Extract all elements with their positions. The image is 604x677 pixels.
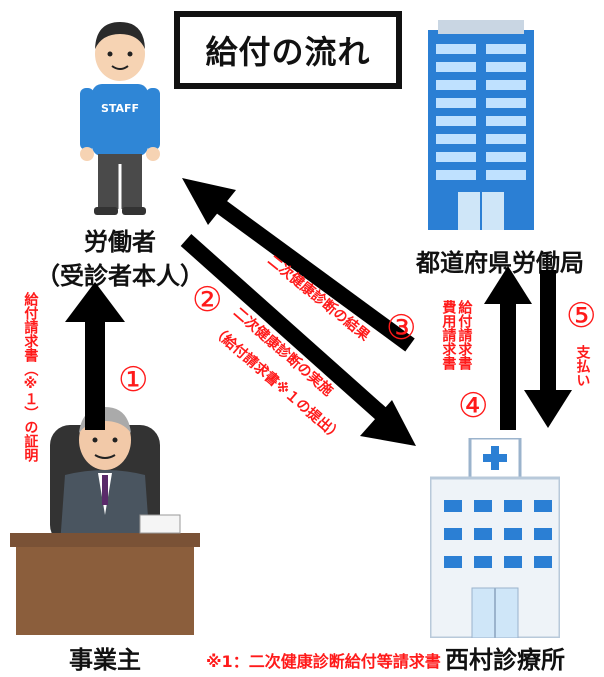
step1-number: ①	[118, 360, 149, 400]
arrow-step3	[182, 178, 415, 352]
step4-number: ④	[458, 386, 489, 426]
clinic-building-illustration	[430, 438, 560, 638]
step5-text: 支払い	[574, 345, 591, 387]
step4-text-line2: 費用請求書	[440, 300, 457, 370]
employer-label: 事業主	[69, 646, 141, 674]
arrow-step2	[180, 234, 416, 446]
step2-number: ②	[192, 280, 223, 320]
diagram-title: 給付の流れ	[174, 11, 402, 89]
step3-number: ③	[386, 308, 417, 348]
step5-number: ⑤	[566, 296, 597, 336]
step1-text: 給付請求書（※１）の証明	[22, 292, 39, 462]
arrow-step4	[484, 266, 532, 430]
bureau-building-illustration	[428, 20, 534, 230]
worker-sublabel: （受診者本人）	[36, 262, 204, 290]
arrow-step5	[524, 270, 572, 428]
arrow-step1	[65, 282, 125, 430]
staff-text: STAFF	[101, 102, 139, 115]
worker-label: 労働者	[84, 228, 156, 256]
employer-illustration	[10, 407, 200, 635]
step4-text-line1: 給付請求書	[456, 300, 473, 370]
worker-illustration: STAFF	[80, 22, 160, 215]
footnote: ※1：二次健康診断給付等請求書	[206, 652, 441, 671]
clinic-label: 西村診療所	[445, 646, 565, 674]
